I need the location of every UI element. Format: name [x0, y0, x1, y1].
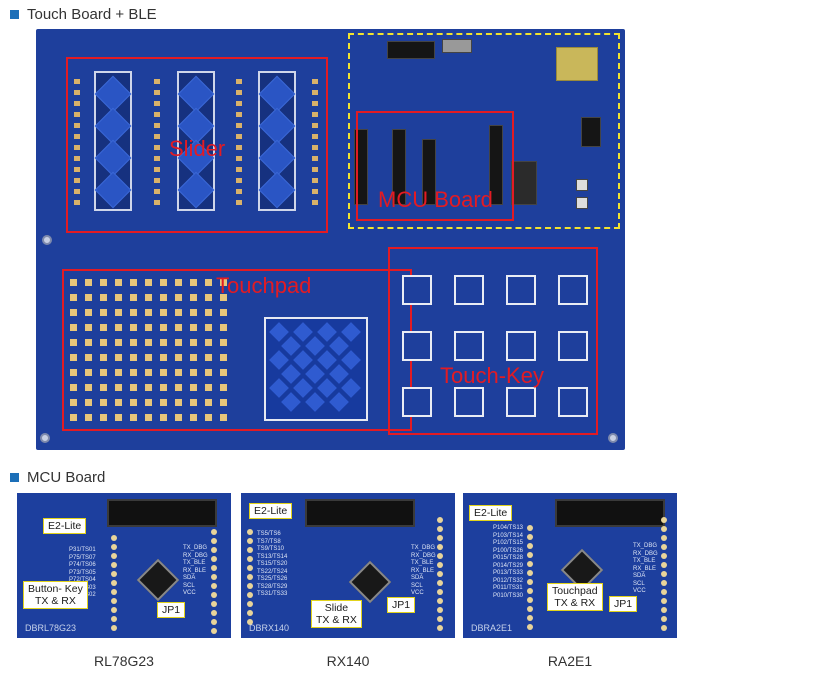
- touchpad-electrode: [264, 317, 368, 421]
- ble-module: [556, 47, 598, 81]
- mount-hole: [608, 433, 618, 443]
- debug-connector: [305, 499, 415, 527]
- mcu-chip: [348, 560, 392, 604]
- section-title: Touch Board + BLE: [27, 6, 157, 23]
- pin-header: [247, 529, 253, 625]
- touch-key: [402, 331, 432, 361]
- mcu-board-highlight-box: [356, 111, 514, 221]
- debug-connector: [107, 499, 217, 527]
- feature-label: Touchpad TX & RX: [547, 583, 603, 611]
- led-column: [74, 79, 80, 211]
- slider-electrode-2: [177, 71, 215, 211]
- connector: [581, 117, 601, 147]
- mcu-board-label: MCU Board: [378, 187, 493, 212]
- touch-key: [558, 387, 588, 417]
- pin-header: [422, 139, 436, 205]
- connector: [387, 41, 435, 59]
- pin-header: [211, 529, 217, 634]
- touch-key-highlight-box: [388, 247, 598, 435]
- push-button: [576, 179, 588, 191]
- touchpad-label: Touchpad: [216, 273, 312, 298]
- usb-connector: [442, 39, 472, 53]
- touch-key: [402, 275, 432, 305]
- mcu-caption-rx140: RX140: [326, 653, 370, 669]
- led-column: [154, 79, 160, 211]
- e2-lite-label: E2-Lite: [43, 518, 87, 534]
- mcu-board-photo-rl78g23: P31/TS01 P75/TS07 P74/TS06 P73/TS05 P72/…: [17, 493, 231, 638]
- touch-key: [402, 387, 432, 417]
- led-column: [236, 79, 242, 211]
- left-pin-labels: TS5/TS6 TS7/TS8 TS9/TS10 TS13/TS14 TS15/…: [257, 531, 288, 597]
- slider-highlight-box: [66, 57, 328, 233]
- e2-lite-label: E2-Lite: [469, 505, 513, 521]
- board-silkscreen-name: DBRX140: [249, 623, 290, 633]
- bullet-square-icon: [10, 10, 19, 19]
- ble-area-highlight-box: [348, 33, 620, 229]
- pin-header: [661, 517, 667, 631]
- battery-holder: [511, 161, 537, 205]
- debug-connector: [555, 499, 665, 527]
- mount-hole: [42, 235, 52, 245]
- jp1-label: JP1: [609, 596, 638, 612]
- touch-key-label: Touch-Key: [440, 363, 544, 388]
- right-pin-labels: TX_DBG RX_DBG TX_BLE RX_BLE SDA SCL VCC: [183, 545, 208, 596]
- slider-electrode-1: [94, 71, 132, 211]
- pin-header: [392, 129, 406, 205]
- feature-label: Button- Key TX & RX: [23, 581, 88, 609]
- mcu-caption-rl78g23: RL78G23: [94, 653, 154, 669]
- touch-key: [506, 275, 536, 305]
- section-heading-touch-board: Touch Board + BLE: [10, 6, 157, 23]
- section-heading-mcu-board: MCU Board: [10, 469, 105, 486]
- jp1-label: JP1: [157, 602, 186, 618]
- jp1-label: JP1: [387, 597, 416, 613]
- right-pin-labels: TX_DBG RX_DBG TX_BLE RX_BLE SDA SCL VCC: [633, 543, 658, 594]
- slider-electrode-3: [258, 71, 296, 211]
- touch-key: [506, 387, 536, 417]
- bullet-square-icon: [10, 473, 19, 482]
- feature-label: Slide TX & RX: [311, 600, 362, 628]
- touch-key: [506, 331, 536, 361]
- touch-key: [558, 275, 588, 305]
- touch-key: [454, 331, 484, 361]
- mcu-chip: [136, 558, 180, 602]
- right-pin-labels: TX_DBG RX_DBG TX_BLE RX_BLE SDA SCL VCC: [411, 545, 436, 596]
- mount-hole: [40, 433, 50, 443]
- board-silkscreen-name: DBRL78G23: [25, 623, 77, 633]
- pin-header: [437, 517, 443, 631]
- pin-header: [489, 125, 503, 205]
- left-pin-labels: P104/TS13 P103/TS14 P102/TS15 P100/TS26 …: [493, 525, 524, 599]
- touch-key: [454, 275, 484, 305]
- e2-lite-label: E2-Lite: [249, 503, 293, 519]
- pin-header: [527, 525, 533, 630]
- mcu-board-photo-rx140: TS5/TS6 TS7/TS8 TS9/TS10 TS13/TS14 TS15/…: [241, 493, 455, 638]
- pin-header: [111, 535, 117, 631]
- section-title: MCU Board: [27, 469, 106, 486]
- slider-label: Slider: [169, 136, 226, 161]
- led-column: [312, 79, 318, 211]
- mcu-caption-ra2e1: RA2E1: [547, 653, 593, 669]
- mcu-board-photo-ra2e1: P104/TS13 P103/TS14 P102/TS15 P100/TS26 …: [463, 493, 677, 638]
- touch-key: [558, 331, 588, 361]
- board-silkscreen-name: DBRA2E1: [471, 623, 513, 633]
- touch-key: [454, 387, 484, 417]
- touchpad-button-matrix: [70, 279, 232, 426]
- push-button: [576, 197, 588, 209]
- touch-board-photo: Slider MCU Board Touchpad: [36, 29, 625, 450]
